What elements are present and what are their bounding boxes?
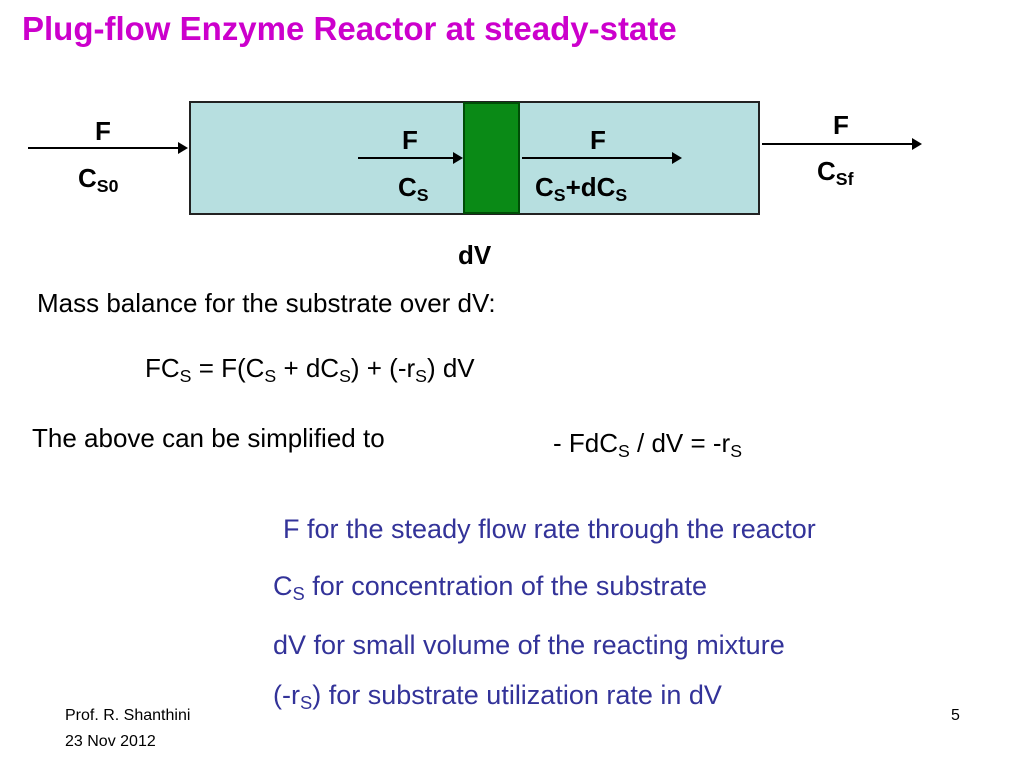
slice-outlet-arrow — [522, 152, 682, 164]
definition-concentration: CS for concentration of the substrate — [273, 571, 707, 605]
slice-outlet-flow-label: F — [590, 125, 606, 155]
outlet-flow-label: F — [833, 110, 849, 140]
definition-flow-rate: F for the steady flow rate through the r… — [283, 514, 816, 544]
mass-balance-text: Mass balance for the substrate over dV: — [37, 288, 496, 318]
inlet-flow-label: F — [95, 116, 111, 146]
outlet-arrow — [762, 138, 922, 150]
slice-outlet-concentration-label: CS+dCS — [535, 172, 628, 205]
inlet-arrow — [28, 142, 188, 154]
simplified-text: The above can be simplified to — [32, 423, 385, 453]
page-number: 5 — [951, 707, 960, 724]
slide-title: Plug-flow Enzyme Reactor at steady-state — [22, 10, 677, 47]
definition-volume: dV for small volume of the reacting mixt… — [273, 630, 785, 660]
slice-volume-label: dV — [458, 240, 492, 270]
footer-date: 23 Nov 2012 — [65, 733, 156, 750]
slice-inlet-arrow — [358, 152, 463, 164]
definition-utilization-rate: (-rS) for substrate utilization rate in … — [273, 680, 722, 714]
inlet-concentration-label: CS0 — [78, 163, 119, 196]
slice-inlet-flow-label: F — [402, 125, 418, 155]
mass-balance-equation: FCS = F(CS + dCS) + (-rS) dV — [145, 353, 475, 386]
outlet-concentration-label: CSf — [817, 156, 854, 189]
simplified-equation: - FdCS / dV = -rS — [553, 428, 743, 461]
differential-volume-slice — [463, 102, 520, 214]
slice-inlet-concentration-label: CS — [398, 172, 429, 205]
footer-author: Prof. R. Shanthini — [65, 707, 191, 724]
